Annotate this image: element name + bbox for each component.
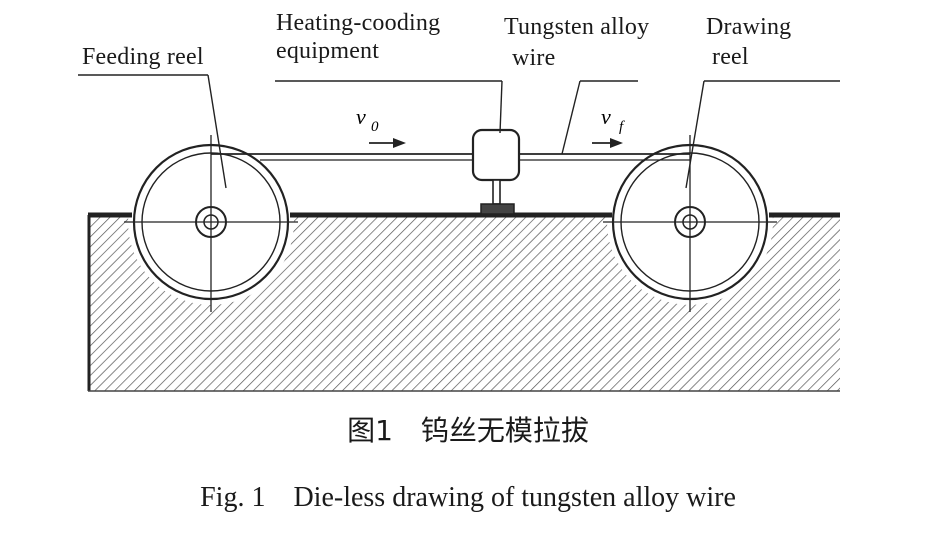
label-drawing-line2: reel [712, 44, 749, 70]
caption-english: Fig. 1 Die-less drawing of tungsten allo… [200, 482, 736, 513]
label-heating-line1: Heating-cooding [276, 10, 441, 36]
arrow-vf [592, 138, 623, 148]
feeding-reel [124, 135, 298, 312]
caption-chinese: 图1 钨丝无模拉拔 [347, 414, 589, 447]
label-tungsten-line1: Tungsten alloy [504, 14, 650, 40]
v0-symbol: v [356, 104, 366, 129]
heating-cooling-equipment [471, 128, 521, 215]
vf-symbol: v [601, 104, 611, 129]
label-drawing-line1: Drawing [706, 14, 792, 40]
label-feeding-reel: Feeding reel [82, 44, 204, 70]
label-tungsten-line2: wire [512, 45, 556, 71]
vf-subscript: f [619, 119, 625, 135]
v0-subscript: 0 [371, 119, 379, 135]
label-heating-line2: equipment [276, 38, 380, 64]
arrow-v0 [369, 138, 406, 148]
